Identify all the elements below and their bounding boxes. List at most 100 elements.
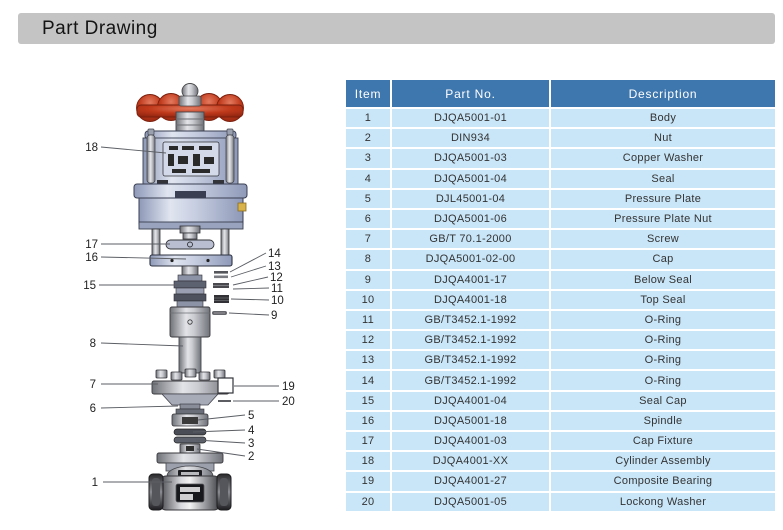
cell-description: Seal (551, 169, 775, 188)
cell-description: Pressure Plate Nut (551, 209, 775, 229)
cell-item: 3 (346, 149, 390, 168)
leader-lines (99, 146, 279, 483)
diagram-label-7: 7 (90, 379, 96, 391)
diagram-label-10: 10 (271, 295, 284, 307)
bolted-flange (151, 368, 230, 406)
cell-part-no: DJQA4001-XX (392, 452, 549, 471)
diagram-label-1: 1 (92, 477, 98, 489)
cell-item: 9 (346, 270, 390, 289)
cell-part-no: DJQA5001-06 (392, 209, 549, 229)
column-header-item: Item (346, 80, 390, 107)
cell-part-no: DJQA5001-01 (392, 109, 549, 128)
diagram-label-2: 2 (248, 451, 254, 463)
yoke (149, 225, 233, 276)
diagram-label-17: 17 (85, 239, 98, 251)
cell-description: Seal Cap (551, 391, 775, 410)
cell-part-no: DJQA4001-17 (392, 270, 549, 289)
cell-part-no: DIN934 (392, 129, 549, 148)
cell-part-no: GB/T 70.1-2000 (392, 230, 549, 249)
handwheel-icon (136, 83, 244, 122)
diagram-label-3: 3 (248, 438, 254, 450)
cell-item: 7 (346, 230, 390, 249)
cell-description: Top Seal (551, 290, 775, 309)
cell-item: 17 (346, 432, 390, 451)
cell-description: Copper Washer (551, 149, 775, 168)
cell-description: O-Ring (551, 310, 775, 330)
cylinder-assembly (133, 128, 248, 230)
cell-description: Cap Fixture (551, 432, 775, 451)
cell-description: Nut (551, 129, 775, 148)
cell-part-no: DJL45001-04 (392, 189, 549, 208)
cell-description: O-Ring (551, 371, 775, 390)
diagram-labels: 18 17 16 15 8 7 6 1 14 13 12 11 10 9 19 … (83, 142, 295, 489)
diagram-label-11: 11 (271, 283, 283, 295)
cell-description: Cap (551, 250, 775, 269)
valve-body (148, 452, 232, 511)
cell-description: Body (551, 109, 775, 128)
packing-block (169, 306, 211, 338)
cell-item: 14 (346, 371, 390, 390)
cell-part-no: DJQA4001-03 (392, 432, 549, 451)
cell-item: 18 (346, 452, 390, 471)
cell-item: 16 (346, 411, 390, 430)
diagram-label-16: 16 (85, 252, 98, 264)
column-header-description: Description (551, 80, 775, 107)
cell-item: 1 (346, 109, 390, 128)
cell-part-no: GB/T3452.1-1992 (392, 351, 549, 370)
cell-item: 4 (346, 169, 390, 188)
cell-item: 20 (346, 492, 390, 511)
cell-part-no: DJQA5001-03 (392, 149, 549, 168)
table-header-row: Item Part No. Description (346, 80, 775, 107)
diagram-label-5: 5 (248, 410, 254, 422)
cell-item: 11 (346, 310, 390, 330)
cell-item: 2 (346, 129, 390, 148)
cell-item: 5 (346, 189, 390, 208)
wheel-hub (175, 111, 205, 133)
cell-description: O-Ring (551, 351, 775, 370)
cell-item: 13 (346, 351, 390, 370)
cell-part-no: DJQA5001-18 (392, 411, 549, 430)
cell-description: Composite Bearing (551, 472, 775, 491)
composite-bearing-part (217, 377, 234, 394)
diagram-label-20: 20 (282, 396, 295, 408)
diagram-label-19: 19 (282, 381, 295, 393)
diagram-label-6: 6 (90, 403, 96, 415)
cell-description: Pressure Plate (551, 189, 775, 208)
washer-stack (171, 403, 209, 454)
cell-description: Cylinder Assembly (551, 452, 775, 471)
diagram-label-15: 15 (83, 280, 96, 292)
page-title: Part Drawing (42, 17, 158, 39)
cell-part-no: GB/T3452.1-1992 (392, 331, 549, 350)
cell-part-no: DJQA5001-05 (392, 492, 549, 511)
diagram-label-8: 8 (90, 338, 96, 350)
cell-part-no: DJQA4001-27 (392, 472, 549, 491)
cell-item: 10 (346, 290, 390, 309)
column-header-part-no: Part No. (392, 80, 549, 107)
section-header: Part Drawing (18, 13, 775, 44)
cell-description: Spindle (551, 411, 775, 430)
diagram-label-13: 13 (268, 261, 281, 273)
diagram-label-9: 9 (271, 310, 277, 322)
cell-item: 15 (346, 391, 390, 410)
